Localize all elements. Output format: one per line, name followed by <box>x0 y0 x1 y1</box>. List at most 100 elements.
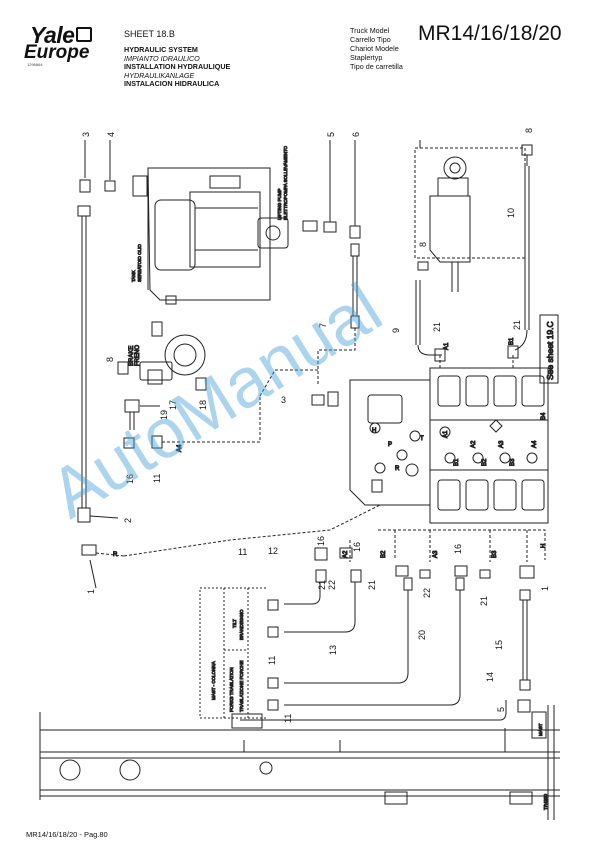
title-en: HYDRAULIC SYSTEM <box>124 45 198 54</box>
port-label-R: R <box>395 466 400 472</box>
tank-and-pump <box>132 167 289 305</box>
mast-roller <box>119 759 141 781</box>
mast-block <box>231 713 263 729</box>
line-label-H: H <box>541 544 547 548</box>
fitting <box>311 394 325 406</box>
part-number: 16 <box>352 542 362 552</box>
truck-model: MR14/16/18/20 <box>418 22 562 45</box>
fork-label: FORKS TRASLATION <box>229 667 234 712</box>
hose-14 <box>284 590 461 706</box>
tee-fitting <box>339 547 353 559</box>
title-de: HYDRAULIKANLAGE <box>124 70 195 80</box>
part-number: 6 <box>351 132 361 137</box>
tilt-label-it: BRANDEGGIO <box>239 609 244 640</box>
part-number: 1 <box>540 586 550 591</box>
model-label: Chariot Modele <box>350 44 399 53</box>
part-number: 22 <box>422 588 432 598</box>
brake-label-it: FRENO <box>135 345 141 366</box>
truck-logo-icon <box>76 27 93 42</box>
cylinder-body <box>429 195 471 263</box>
part-number: 16 <box>125 474 135 484</box>
brake-valve <box>139 361 173 381</box>
valve-inlet-section <box>349 379 431 506</box>
brand-logo-subtitle: Europe <box>24 42 90 63</box>
mast-label-box <box>531 711 547 739</box>
section-port <box>444 452 456 464</box>
control-valve <box>349 367 549 524</box>
brake-group <box>117 321 261 449</box>
tank-cap <box>209 175 241 189</box>
part-number: 7 <box>318 323 328 328</box>
part-number: 5 <box>326 132 336 137</box>
solenoid-coil-A2 <box>465 375 489 407</box>
part-number: 8 <box>524 128 534 133</box>
part-number: 3 <box>81 132 91 137</box>
part-numbers: 1 1 2 3 3 4 5 5 6 7 8 8 8 9 10 11 11 11 … <box>81 128 550 723</box>
line-A4 <box>162 396 261 443</box>
port-label-A4: A4 <box>532 440 538 448</box>
tank-label-it: SERBATOIO OLIO <box>137 244 142 282</box>
brake-port <box>147 369 163 385</box>
part-number: 22 <box>327 580 337 590</box>
mast-tag: MAST <box>538 723 543 736</box>
fitting <box>521 144 533 156</box>
part-number: 9 <box>391 328 401 333</box>
pump-head <box>257 217 289 249</box>
truck-model-labels: Truck Model Carrello Tipo Chariot Modele… <box>350 26 403 71</box>
part-number: 20 <box>417 630 427 640</box>
hose-end <box>77 507 91 523</box>
fitting <box>195 377 207 391</box>
return-line <box>123 504 381 557</box>
line-P <box>317 328 356 386</box>
fitting <box>302 220 318 232</box>
cylinder-eye-pin <box>449 162 461 174</box>
tank-body <box>147 167 271 301</box>
hose-end <box>519 589 531 601</box>
fitting <box>267 626 279 638</box>
line-label-A2: A2 <box>343 550 349 558</box>
line-R <box>95 552 125 557</box>
hose-20 <box>284 590 409 684</box>
tank-drain <box>165 295 177 305</box>
mast-roller <box>59 759 81 781</box>
port-label-A2: A2 <box>471 440 477 448</box>
port-label-B4: B4 <box>541 412 547 420</box>
mast-structure <box>39 700 560 820</box>
fitting <box>123 437 135 449</box>
mast-label: MAST - COLONNA <box>211 661 216 700</box>
fitting <box>315 569 327 583</box>
part-number: 17 <box>168 400 178 410</box>
mast-function-panel <box>199 587 268 719</box>
valve-bank <box>429 367 549 524</box>
tank-label: TANK <box>131 270 136 282</box>
part-number: 11 <box>238 547 247 557</box>
port-label-B2: B2 <box>482 458 488 466</box>
line-label-A4: A4 <box>177 444 183 452</box>
tank-bracket <box>132 175 148 197</box>
part-number: 2 <box>123 518 133 523</box>
part-number: 10 <box>506 208 516 218</box>
hose-13 <box>284 582 356 633</box>
leader-line <box>89 559 97 589</box>
sheet-number: SHEET 18.B <box>124 29 175 39</box>
part-number: 4 <box>106 132 116 137</box>
line-label-B3: B3 <box>492 550 498 558</box>
model-label: Truck Model <box>350 26 390 35</box>
inlet-fitting <box>371 479 383 493</box>
port-label-B3: B3 <box>510 458 516 466</box>
fitting <box>267 599 279 611</box>
fitting <box>327 391 339 407</box>
part-number: 18 <box>198 400 208 410</box>
hose-end <box>403 577 413 591</box>
pressure-hose <box>302 140 361 407</box>
tilt-label: TILT <box>232 619 237 628</box>
solenoid-coil-A4 <box>521 375 545 407</box>
title-fr: INSTALLATION HYDRAULIQUE <box>124 62 231 71</box>
see-sheet-box <box>539 314 559 384</box>
center-plug <box>489 419 503 433</box>
part-number: 21 <box>432 322 442 332</box>
line-label-R: R <box>113 552 118 558</box>
part-number: 11 <box>267 656 277 665</box>
hose-bend <box>514 329 528 351</box>
